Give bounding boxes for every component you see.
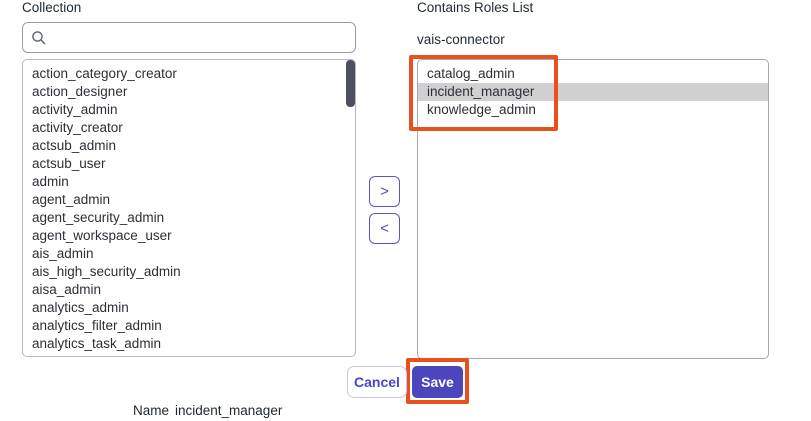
- list-item[interactable]: ais_admin: [32, 246, 94, 261]
- list-item[interactable]: analytics_filter_admin: [32, 318, 162, 333]
- list-item[interactable]: agent_security_admin: [32, 210, 165, 225]
- list-item[interactable]: analytics_viewer: [23, 353, 355, 356]
- chevron-left-icon: <: [380, 220, 389, 237]
- collection-label: Collection: [22, 0, 82, 15]
- list-item[interactable]: incident_manager: [418, 83, 768, 101]
- list-item[interactable]: agent_admin: [32, 192, 111, 207]
- search-box[interactable]: [22, 22, 356, 53]
- save-button[interactable]: Save: [412, 366, 463, 398]
- list-item[interactable]: activity_admin: [32, 102, 118, 117]
- list-item[interactable]: agent_workspace_user: [32, 228, 172, 243]
- cancel-button[interactable]: Cancel: [347, 366, 407, 398]
- name-label: Name: [133, 403, 170, 418]
- list-item[interactable]: aisa_admin: [32, 282, 102, 297]
- list-item[interactable]: analytics_admin: [32, 300, 129, 315]
- list-item[interactable]: ais_high_security_admin: [32, 264, 181, 279]
- search-input[interactable]: [47, 23, 355, 52]
- list-item[interactable]: actsub_admin: [32, 138, 117, 153]
- list-item[interactable]: action_category_creator: [32, 66, 177, 81]
- name-value: incident_manager: [175, 403, 283, 418]
- scrollbar-thumb[interactable]: [346, 60, 355, 107]
- move-left-button[interactable]: <: [369, 213, 400, 244]
- list-item[interactable]: analytics_task_admin: [32, 336, 162, 351]
- contains-roles-label: Contains Roles List: [417, 0, 534, 15]
- list-item[interactable]: actsub_user: [32, 156, 106, 171]
- group-name: vais-connector: [417, 32, 505, 47]
- search-icon: [32, 30, 46, 44]
- chevron-right-icon: >: [380, 183, 389, 200]
- list-item[interactable]: action_designer: [32, 84, 128, 99]
- list-item[interactable]: activity_creator: [32, 120, 123, 135]
- move-right-button[interactable]: >: [369, 176, 400, 207]
- list-item[interactable]: knowledge_admin: [427, 102, 536, 117]
- list-item[interactable]: admin: [32, 174, 69, 189]
- list-item[interactable]: catalog_admin: [427, 66, 515, 81]
